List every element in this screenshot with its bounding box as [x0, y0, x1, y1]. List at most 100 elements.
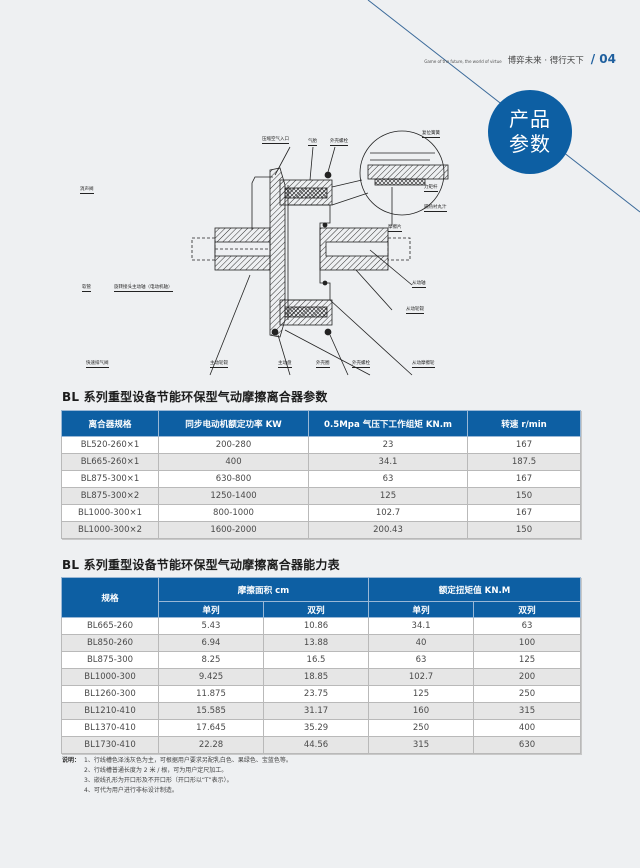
- clutch-drawing-icon: [84, 130, 449, 376]
- sub-header-torque-single: 单列: [368, 601, 475, 618]
- table-cell: 250: [473, 685, 582, 703]
- table-cell: BL1000-300×1: [61, 504, 159, 522]
- table-cell: BL875-300: [61, 651, 159, 669]
- badge-line-1: 产品: [509, 107, 551, 131]
- table-cell: 6.94: [158, 634, 264, 652]
- label-driven-friction-wheel: 从动摩擦轮: [412, 361, 435, 368]
- table-cell: 630-800: [158, 470, 309, 488]
- slogan-chinese: 博弈未来 · 得行天下: [507, 56, 584, 66]
- table-cell: 150: [467, 521, 581, 539]
- table-cell: 5.43: [158, 617, 264, 635]
- label-driven-hub: 从动轮毂: [406, 307, 424, 314]
- table-cell: 187.5: [467, 453, 581, 471]
- label-shell-screw-top: 外壳螺栓: [330, 139, 348, 146]
- table-cell: 31.17: [262, 702, 370, 720]
- table-cell: 200: [473, 668, 582, 686]
- label-muffler-valve: 消声阀: [80, 187, 94, 194]
- label-hose: 软管: [82, 285, 91, 292]
- table-cell: BL665-260×1: [61, 453, 159, 471]
- table-cell: BL875-300×1: [61, 470, 159, 488]
- table-cell: 315: [473, 702, 582, 720]
- label-compressed-air-inlet: 压缩空气入口: [262, 137, 289, 144]
- label-driven-shaft: 从动轴: [412, 281, 426, 288]
- table-cell: 63: [308, 470, 468, 488]
- table-cell: 40: [368, 634, 475, 652]
- table-cell: 15.585: [158, 702, 264, 720]
- note-item: 2、行线槽普通长度为 2 米 / 根，可为用户定尺加工。: [84, 767, 228, 774]
- clutch-capacity-table: 规格 摩擦面积 cm 额定扭矩值 KN.M 单列 双列 单列 双列 BL665-…: [61, 577, 582, 754]
- col-header-speed: 转速 r/min: [467, 410, 581, 437]
- label-shell-screw-bottom: 外壳螺栓: [352, 361, 370, 368]
- sub-header-area-double: 双列: [262, 601, 370, 618]
- label-drive-hub: 主动轮毂: [210, 361, 228, 368]
- label-airbag: 气胎: [308, 139, 317, 146]
- table-cell: 125: [368, 685, 475, 703]
- table-cell: BL850-260: [61, 634, 159, 652]
- table-cell: 22.28: [158, 736, 264, 754]
- table-cell: 315: [368, 736, 475, 754]
- col-header-spec: 离合器规格: [61, 410, 159, 437]
- table-cell: 400: [473, 719, 582, 737]
- label-return-spring: 复位簧簧: [422, 131, 440, 138]
- label-drive-shaft: 主动轴（电动机轴）: [132, 285, 173, 292]
- sub-header-torque-double: 双列: [473, 601, 582, 618]
- table-cell: 200-280: [158, 436, 309, 454]
- clutch-diagram: 消声阀 软管 旋转接头 主动轴（电动机轴） 快速排气阀 压缩空气入口 气胎 外壳…: [80, 125, 450, 380]
- notes-section: 说明：1、行线槽色泽浅灰色为主，可根据用户要求另配乳白色、果绿色、宝蓝色等。 2…: [62, 756, 292, 796]
- table2-title: BL 系列重型设备节能环保型气动摩擦离合器能力表: [62, 558, 340, 572]
- table-cell: 34.1: [308, 453, 468, 471]
- table-cell: BL1730-410: [61, 736, 159, 754]
- table-cell: 63: [473, 617, 582, 635]
- table-cell: 34.1: [368, 617, 475, 635]
- label-quick-exhaust-valve: 快速排气阀: [86, 361, 109, 368]
- table-cell: 167: [467, 504, 581, 522]
- label-shell-ring: 外壳圈: [316, 361, 330, 368]
- table-cell: 630: [473, 736, 582, 754]
- table-cell: 63: [368, 651, 475, 669]
- table-cell: BL1210-410: [61, 702, 159, 720]
- label-drive-disc: 主动盘: [278, 361, 292, 368]
- col-header-motor-power: 同步电动机额定功率 KW: [158, 410, 309, 437]
- table-cell: 9.425: [158, 668, 264, 686]
- table-cell: 800-1000: [158, 504, 309, 522]
- table-cell: BL665-260: [61, 617, 159, 635]
- table-cell: 16.5: [262, 651, 370, 669]
- note-item: 1、行线槽色泽浅灰色为主，可根据用户要求另配乳白色、果绿色、宝蓝色等。: [84, 757, 292, 764]
- table-cell: 17.645: [158, 719, 264, 737]
- col-header-friction-area: 摩擦面积 cm: [157, 577, 370, 602]
- table-cell: BL520-260×1: [61, 436, 159, 454]
- col-header-rated-torque: 额定扭矩值 KN.M: [368, 577, 582, 602]
- section-badge: 产品 参数: [488, 90, 572, 174]
- table-cell: 44.56: [262, 736, 370, 754]
- sub-header-area-single: 单列: [158, 601, 264, 618]
- label-rotary-joint: 旋转接头: [114, 285, 132, 292]
- table-cell: BL875-300×2: [61, 487, 159, 505]
- table1-title: BL 系列重型设备节能环保型气动摩擦离合器参数: [62, 390, 328, 404]
- label-torque-bar: 力矩杆: [424, 185, 438, 192]
- notes-lead: 说明：: [62, 757, 81, 764]
- table-cell: 10.86: [262, 617, 370, 635]
- col-header-spec: 规格: [61, 577, 159, 618]
- clutch-parameters-table: 离合器规格 同步电动机额定功率 KW 0.5Mpa 气压下工作组矩 KN.m 转…: [61, 410, 581, 539]
- page-number: / 04: [590, 52, 616, 66]
- table-cell: 167: [467, 470, 581, 488]
- table-cell: 125: [308, 487, 468, 505]
- table-cell: 23.75: [262, 685, 370, 703]
- table-cell: 167: [467, 436, 581, 454]
- table-cell: 8.25: [158, 651, 264, 669]
- table-cell: 1600-2000: [158, 521, 309, 539]
- table-cell: 125: [473, 651, 582, 669]
- slogan-english: Game of the future, the world of virtue: [424, 59, 502, 64]
- table-cell: 18.85: [262, 668, 370, 686]
- badge-line-2: 参数: [509, 132, 551, 156]
- table-cell: 200.43: [308, 521, 468, 539]
